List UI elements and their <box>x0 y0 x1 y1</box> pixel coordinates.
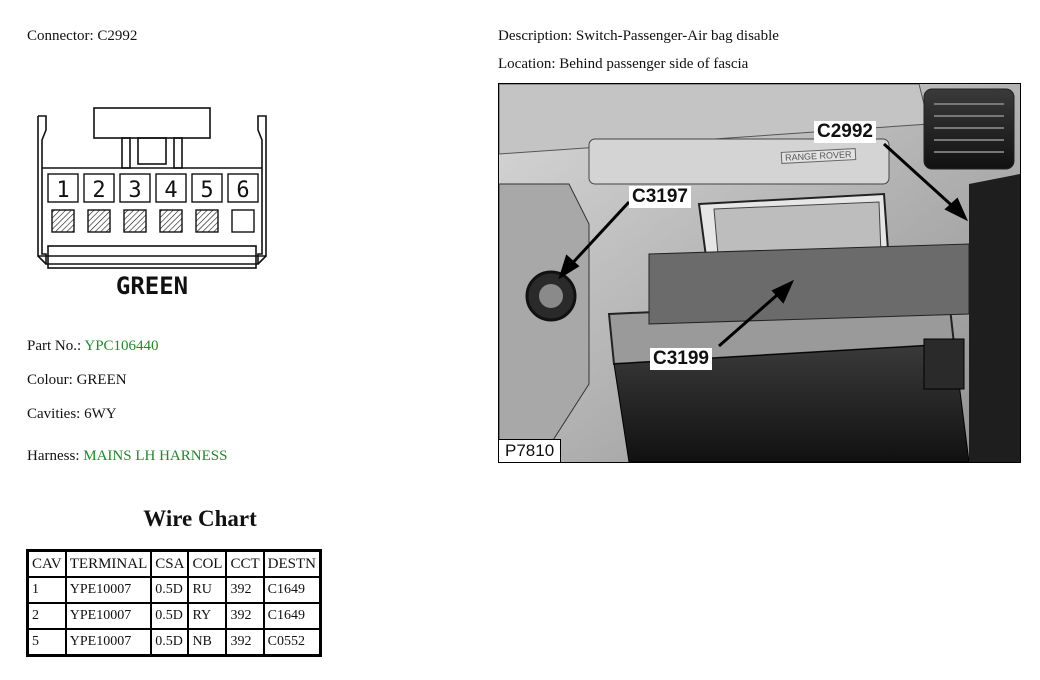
description-label: Description: <box>498 28 573 44</box>
pin-box <box>83 173 115 203</box>
harness-line: Harness: MAINS LH HARNESS <box>27 448 227 465</box>
header-cav: CAV <box>26 549 67 578</box>
diagram-colour-label: GREEN <box>116 272 188 300</box>
header-cct: CCT <box>225 549 265 578</box>
cell-cav: 2 <box>26 602 67 630</box>
cell-csa: 0.5D <box>150 576 190 604</box>
cell-cct: 392 <box>225 576 265 604</box>
cell-cct: 392 <box>225 602 265 630</box>
description-value: Switch-Passenger-Air bag disable <box>575 28 779 44</box>
cell-col: RU <box>187 576 228 604</box>
colour-line: Colour: GREEN <box>27 372 127 389</box>
harness-label: Harness: <box>27 448 80 464</box>
cavities-label: Cavities: <box>27 406 81 422</box>
header-destn: DESTN <box>262 549 322 578</box>
part-no-value: YPC106440 <box>84 338 159 354</box>
cell-csa: 0.5D <box>150 628 190 657</box>
location-value: Behind passenger side of fascia <box>559 56 749 72</box>
callout-c2992: C2992 <box>814 121 876 143</box>
cell-destn: C0552 <box>262 628 322 657</box>
header-terminal: TERMINAL <box>64 549 153 578</box>
photo-code: P7810 <box>499 439 562 462</box>
cell-col: RY <box>187 602 228 630</box>
cell-col: NB <box>187 628 228 657</box>
location-label: Location: <box>498 56 556 72</box>
pin-number: 2 <box>92 178 105 203</box>
cavities-value: 6WY <box>84 406 117 422</box>
colour-label: Colour: <box>27 372 73 388</box>
pin-box <box>227 173 259 203</box>
part-no-label: Part No.: <box>27 338 82 354</box>
connector-label: Connector: <box>27 28 94 44</box>
pin-cavity <box>51 209 75 233</box>
table-row: 2 YPE10007 0.5D RY 392 C1649 <box>26 602 322 630</box>
wire-chart-title: Wire Chart <box>143 506 257 531</box>
cell-csa: 0.5D <box>150 602 190 630</box>
header-col: COL <box>187 549 228 578</box>
harness-value: MAINS LH HARNESS <box>83 448 228 464</box>
cell-terminal: YPE10007 <box>64 602 153 630</box>
pin-box <box>47 173 79 203</box>
pin-number: 6 <box>236 178 249 203</box>
pin-number: 5 <box>200 178 213 203</box>
table-header-row: CAV TERMINAL CSA COL CCT DESTN <box>26 549 322 578</box>
description-line: Description: Switch-Passenger-Air bag di… <box>498 28 779 45</box>
callout-c3199: C3199 <box>650 348 712 370</box>
pin-box <box>191 173 223 203</box>
location-line: Location: Behind passenger side of fasci… <box>498 56 748 73</box>
pin-cavity <box>87 209 111 233</box>
cell-cct: 392 <box>225 628 265 657</box>
cell-cav: 5 <box>26 628 67 657</box>
pin-box <box>119 173 151 203</box>
cell-terminal: YPE10007 <box>64 628 153 657</box>
dashboard-illustration <box>499 84 1020 462</box>
pin-cavity <box>195 209 219 233</box>
pin-cavity <box>159 209 183 233</box>
pin-number: 3 <box>128 178 141 203</box>
connector-line: Connector: C2992 <box>27 28 137 45</box>
cavities-line: Cavities: 6WY <box>27 406 117 423</box>
part-no-line: Part No.: YPC106440 <box>27 338 159 355</box>
pin-number: 1 <box>56 178 69 203</box>
pin-box <box>155 173 187 203</box>
cell-destn: C1649 <box>262 602 322 630</box>
cell-destn: C1649 <box>262 576 322 604</box>
wire-chart-table: CAV TERMINAL CSA COL CCT DESTN 1 YPE1000… <box>26 549 322 657</box>
cell-terminal: YPE10007 <box>64 576 153 604</box>
pin-number: 4 <box>164 178 177 203</box>
header-csa: CSA <box>150 549 190 578</box>
location-photo: C2992 C3197 C3199 RANGE ROVER P7810 <box>498 83 1021 463</box>
table-row: 5 YPE10007 0.5D NB 392 C0552 <box>26 628 322 657</box>
connector-value: C2992 <box>97 28 138 44</box>
pin-cavity <box>123 209 147 233</box>
callout-c3197: C3197 <box>629 186 691 208</box>
colour-value: GREEN <box>76 372 127 388</box>
pin-cavity <box>231 209 255 233</box>
cell-cav: 1 <box>26 576 67 604</box>
table-row: 1 YPE10007 0.5D RU 392 C1649 <box>26 576 322 604</box>
